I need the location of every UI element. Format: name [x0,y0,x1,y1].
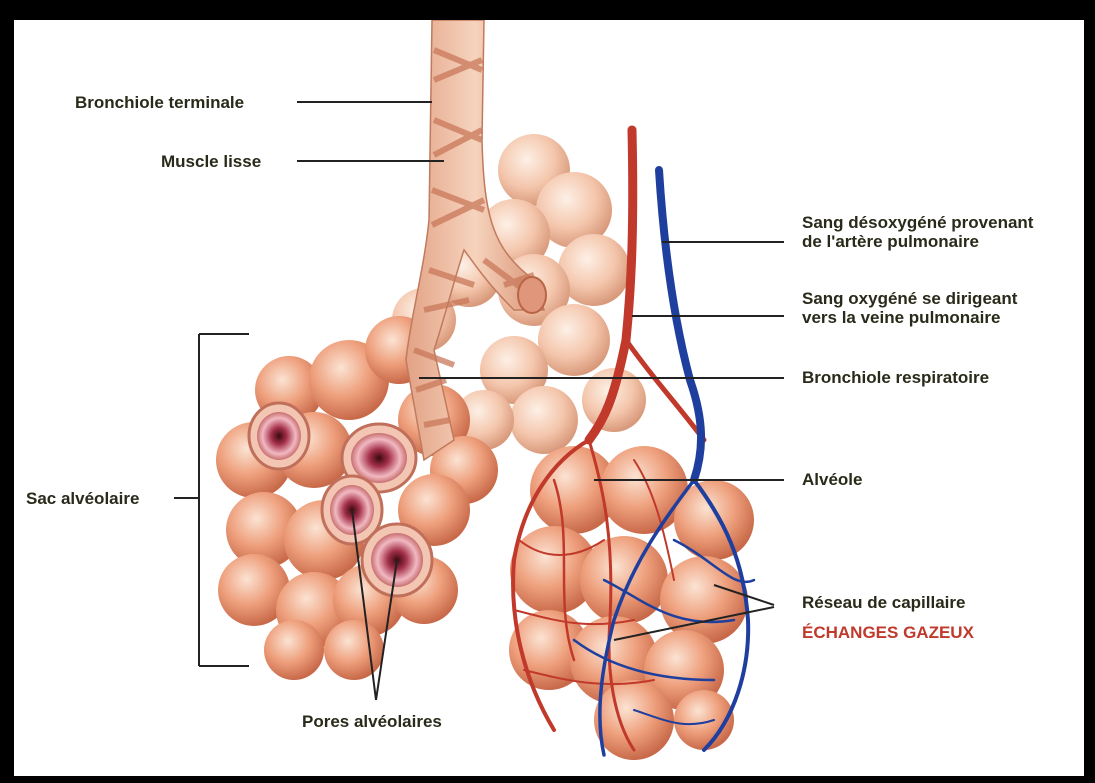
label-reseau-capillaire: Réseau de capillaire [802,593,965,612]
alveoli-illustration [14,20,1084,776]
diagram-frame: Bronchiole terminale Muscle lisse Sang d… [14,20,1084,776]
label-muscle-lisse: Muscle lisse [161,152,261,171]
label-sang-oxygene: Sang oxygéné se dirigeant vers la veine … [802,289,1017,327]
label-pores-alveolaires: Pores alvéolaires [302,712,442,731]
label-sang-oxygene-line2: vers la veine pulmonaire [802,308,1017,327]
label-sang-oxygene-line1: Sang oxygéné se dirigeant [802,289,1017,308]
label-bronchiole-terminale: Bronchiole terminale [75,93,244,112]
label-echanges-gazeux: ÉCHANGES GAZEUX [802,623,974,642]
label-sang-desoxygene-line1: Sang désoxygéné provenant [802,213,1033,232]
label-sang-desoxygene-line2: de l'artère pulmonaire [802,232,1033,251]
label-alveole: Alvéole [802,470,862,489]
label-sang-desoxygene: Sang désoxygéné provenant de l'artère pu… [802,213,1033,251]
label-bronchiole-respiratoire: Bronchiole respiratoire [802,368,989,387]
label-sac-alveolaire: Sac alvéolaire [26,489,139,508]
